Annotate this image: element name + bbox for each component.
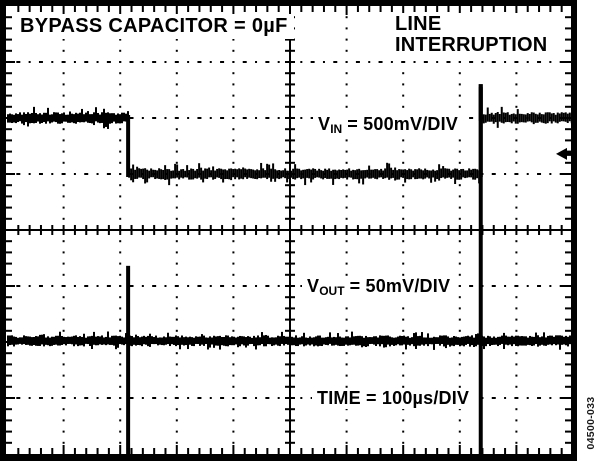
vout-scale-value: = 50mV/DIV xyxy=(349,276,451,296)
vout-subscript: OUT xyxy=(319,284,345,298)
time-scale-label: TIME = 100µs/DIV xyxy=(312,388,475,409)
vout-scale-label: VOUT = 50mV/DIV xyxy=(302,276,456,299)
bypass-capacitor-label: BYPASS CAPACITOR = 0µF xyxy=(14,14,294,39)
line-interruption-label: LINE INTERRUPTION xyxy=(390,13,553,57)
line-interruption-line2: INTERRUPTION xyxy=(395,34,548,56)
vout-symbol: V xyxy=(307,276,320,296)
figure-number: 04500-033 xyxy=(585,396,597,450)
vin-symbol: V xyxy=(318,114,331,134)
trigger-arrow-icon xyxy=(556,147,572,160)
vin-subscript: IN xyxy=(330,122,343,136)
vin-scale-label: VIN = 500mV/DIV xyxy=(313,114,464,137)
line-interruption-line1: LINE xyxy=(395,13,442,35)
vin-scale-value: = 500mV/DIV xyxy=(347,114,459,134)
